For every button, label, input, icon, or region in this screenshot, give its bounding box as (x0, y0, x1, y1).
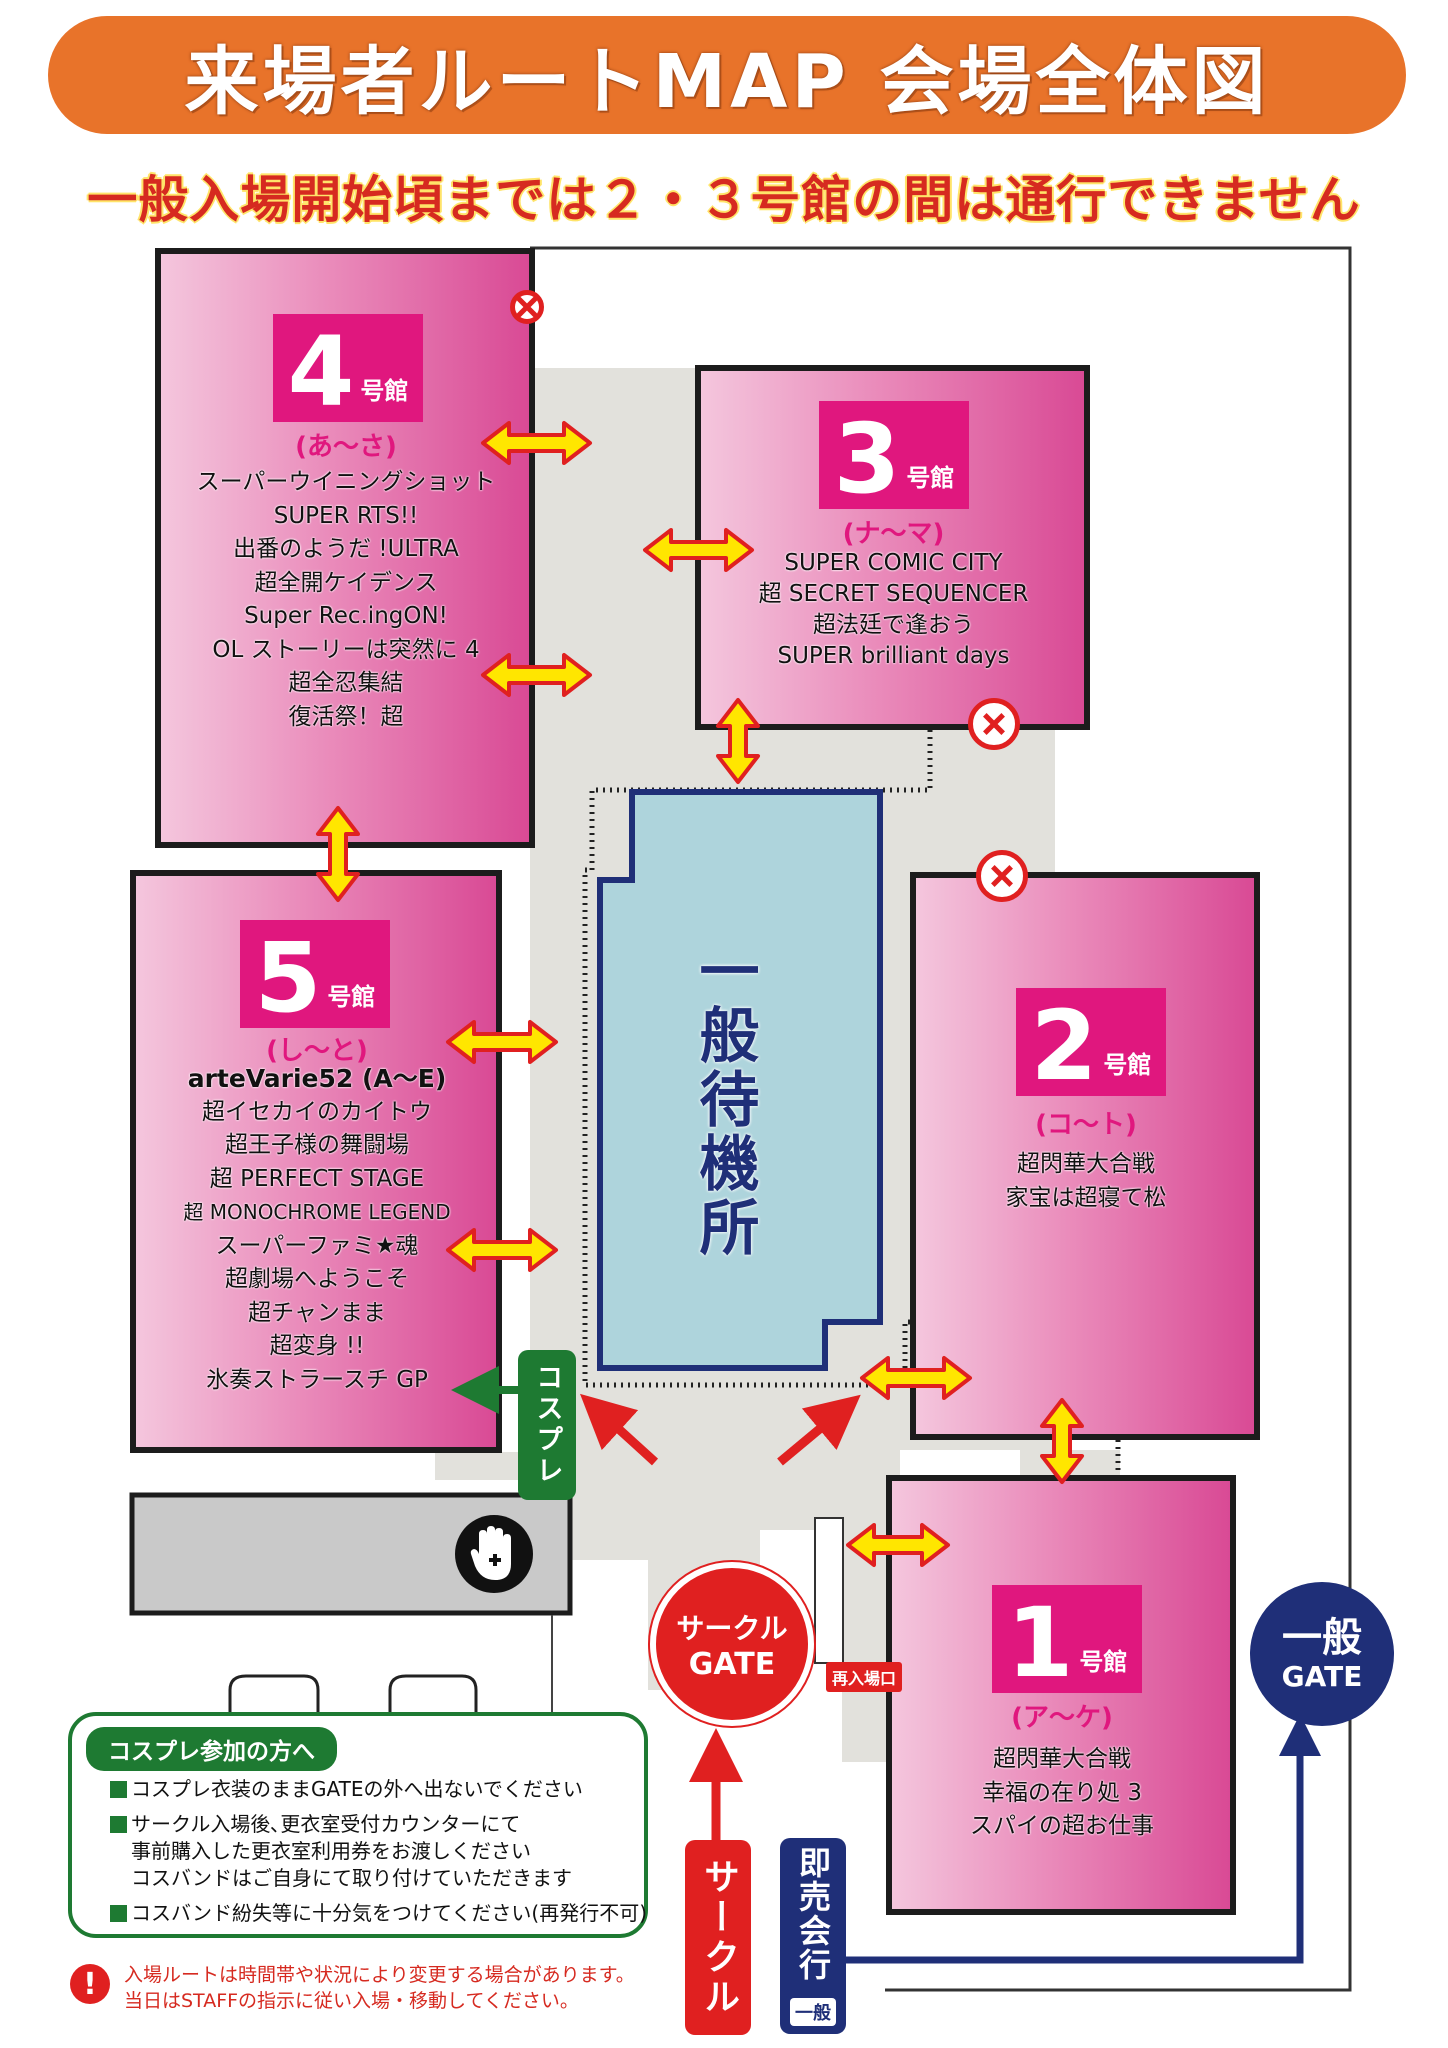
cosplay-note: コスプレ衣装のままGATEの外へ出ないでください (110, 1776, 647, 1803)
sale-route-label: 即売会行 一般 (780, 1838, 846, 2034)
cosplay-entrance-label: コスプレ (518, 1350, 576, 1500)
event-item: 超全忍集結 (288, 670, 404, 696)
venue-outline (530, 246, 1352, 1992)
reentry-post (814, 1517, 844, 1664)
general-gate-label: 一般 (1282, 1614, 1362, 1661)
no-entry-icon (976, 850, 1028, 902)
warning-text: 入場ルートは時間帯や状況により変更する場合があります。 当日はSTAFFの指示に… (124, 1964, 635, 2012)
event-item: 超変身 !! (269, 1333, 365, 1359)
event-item: スーパーファミ★魂 (215, 1232, 419, 1259)
event-item: 超閃華大合戦 (993, 1746, 1131, 1772)
event-item: 氷奏ストラースチ GP (206, 1366, 428, 1393)
cosplay-note: コスバンドはご自身にて取り付けていただきます (131, 1866, 572, 1890)
hall-4-range: (あ〜さ) (295, 432, 397, 462)
event-item: 超チャンまま (248, 1299, 386, 1326)
hall-2-event-list: 超閃華大合戦 家宝は超寝て松 (916, 1148, 1256, 1215)
event-item: 超全開ケイデンス (254, 569, 438, 596)
hall-3-range: (ナ〜マ) (842, 519, 945, 549)
event-item: SUPER brilliant days (777, 643, 1010, 669)
event-item: SUPER RTS!! (273, 502, 419, 529)
event-item: 出番のようだ !ULTRA (233, 536, 459, 562)
event-item: 超法廷で逢おう (813, 612, 974, 638)
event-item: SUPER COMIC CITY (784, 550, 1003, 576)
circle-gate[interactable]: サークル GATE (650, 1562, 814, 1726)
hall-5-event-list: arteVarie52 (A〜E) 超イセカイのカイトウ 超王子様の舞闘場 超 … (136, 1062, 498, 1397)
title-banner: 来場者ルートMAP 会場全体図 (48, 16, 1406, 134)
circle-gate-label: サークル (676, 1611, 788, 1645)
hall-3-event-list: SUPER COMIC CITY 超 SECRET SEQUENCER 超法廷で… (701, 548, 1086, 672)
event-item: 幸福の在り処 3 (982, 1779, 1142, 1806)
cosplay-notes-title: コスプレ参加の方へ (86, 1727, 337, 1771)
general-gate[interactable]: 一般 GATE (1250, 1582, 1394, 1726)
hall-1-event-list: 超閃華大合戦 幸福の在り処 3 スパイの超お仕事 (892, 1743, 1232, 1844)
no-entry-icon (510, 290, 544, 324)
event-item: 超 PERFECT STAGE (209, 1165, 425, 1192)
sale-route-text: 即売会行 (794, 1846, 832, 1982)
circle-route-label: サークル (685, 1840, 751, 2035)
cosplay-note: サークル入場後､更衣室受付カウンターにて (110, 1811, 647, 1838)
event-item: 超王子様の舞闘場 (225, 1132, 409, 1158)
sale-route-sub: 一般 (790, 1998, 836, 2026)
event-item: スパイの超お仕事 (970, 1813, 1154, 1839)
event-item: 復活祭！超 (288, 703, 404, 730)
cosplay-note: コスバンド紛失等に十分気をつけてください(再発行不可) (110, 1900, 647, 1927)
event-item: arteVarie52 (A〜E) (187, 1064, 447, 1093)
cosplay-note: 事前購入した更衣室利用券をお渡しください (131, 1839, 531, 1863)
hall-2-range: (コ〜ト) (1035, 1110, 1137, 1140)
general-gate-label: GATE (1281, 1659, 1363, 1693)
event-item: 超イセカイのカイトウ (202, 1098, 432, 1125)
notice-text: 一般入場開始頃までは２・３号館の間は通行できません (87, 171, 1361, 229)
warning-icon: ! (70, 1964, 110, 2004)
first-aid-hand-icon (455, 1515, 533, 1593)
hall-4-event-list: スーパーウイニングショット SUPER RTS!! 出番のようだ !ULTRA … (161, 466, 531, 734)
circle-gate-label: GATE (688, 1646, 776, 1682)
event-item: 超 SECRET SEQUENCER (758, 581, 1029, 607)
event-item: スーパーウイニングショット (196, 469, 496, 495)
event-item: Super Rec.ingON! (244, 603, 448, 629)
waiting-area-label: 一般待機所 (689, 940, 759, 1260)
dotted-path (582, 730, 1040, 1388)
event-item: 家宝は超寝て松 (1005, 1184, 1167, 1211)
waiting-area-shape (597, 789, 883, 1371)
hall-5-range: (し〜と) (266, 1036, 368, 1066)
reentry-label: 再入場口 (826, 1662, 903, 1692)
event-item: 超閃華大合戦 (1017, 1151, 1155, 1177)
event-item: 超 MONOCHROME LEGEND (183, 1200, 451, 1224)
cosplay-notes-list: コスプレ衣装のままGATEの外へ出ないでください サークル入場後､更衣室受付カウ… (110, 1776, 647, 1927)
no-entry-icon (968, 698, 1020, 750)
hall-1-range: (ア〜ケ) (1011, 1703, 1113, 1733)
event-item: OL ストーリーは突然に 4 (212, 636, 480, 663)
event-item: 超劇場へようこそ (225, 1266, 409, 1292)
page-title: 来場者ルートMAP 会場全体図 (184, 38, 1270, 125)
